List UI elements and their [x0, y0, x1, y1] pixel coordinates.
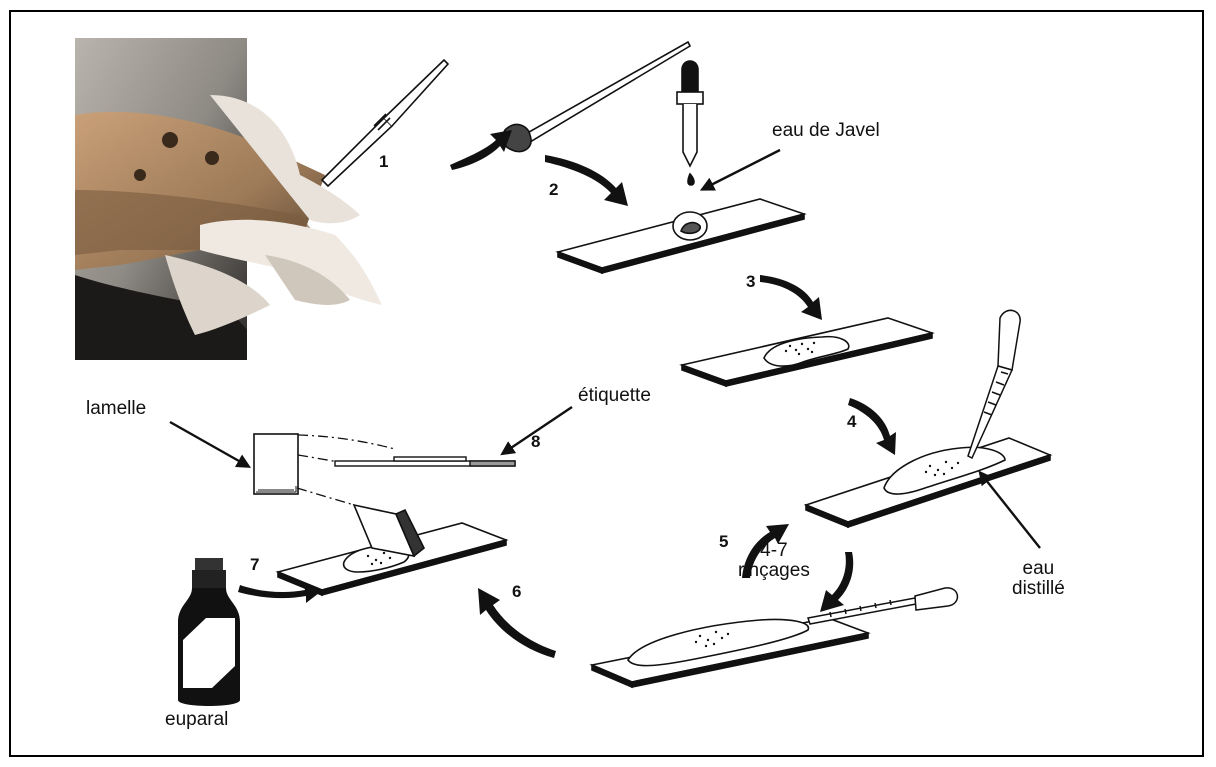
pipette-icon	[968, 310, 1020, 458]
label-distilled-water: eau distillé	[1012, 559, 1065, 599]
step-number-5: 5	[719, 532, 728, 552]
slide-step-2	[558, 199, 804, 273]
step-number-4: 4	[847, 412, 856, 432]
slide-step-7	[278, 505, 506, 595]
label-distilled-line2: distillé	[1012, 579, 1065, 599]
label-label: étiquette	[578, 386, 651, 406]
label-distilled-line1: eau	[1012, 559, 1065, 579]
label-coverslip: lamelle	[86, 399, 146, 419]
forceps-with-specimen-icon	[502, 42, 690, 152]
label-bleach: eau de Javel	[772, 121, 880, 141]
label-mountant: euparal	[165, 710, 228, 730]
label-rinse-count: 4-7	[738, 541, 810, 561]
slide-step-5	[592, 618, 868, 687]
slide-step-3	[682, 318, 932, 386]
step-number-8: 8	[531, 432, 540, 452]
dropper-icon	[677, 61, 703, 185]
step-number-6: 6	[512, 582, 521, 602]
label-slide-icon	[335, 457, 515, 466]
step-number-1: 1	[379, 152, 388, 172]
label-rinses: 4-7 rinçages	[738, 541, 810, 581]
dash-dot-lines	[297, 435, 395, 505]
step-number-2: 2	[549, 180, 558, 200]
pointer-distilled	[982, 475, 1040, 548]
coverslip-icon	[254, 434, 298, 494]
arrow-step-7	[238, 582, 323, 603]
arrow-step-3	[760, 275, 822, 320]
pointer-coverslip	[170, 422, 246, 465]
arrow-step-5-down	[820, 552, 853, 612]
moth-photo	[75, 38, 382, 360]
label-rinse: rinçages	[738, 561, 810, 581]
step-number-3: 3	[746, 272, 755, 292]
arrow-step-1	[450, 130, 512, 170]
step-number-7: 7	[250, 555, 259, 575]
pointer-bleach	[705, 150, 780, 188]
euparal-bottle-icon	[178, 558, 240, 706]
